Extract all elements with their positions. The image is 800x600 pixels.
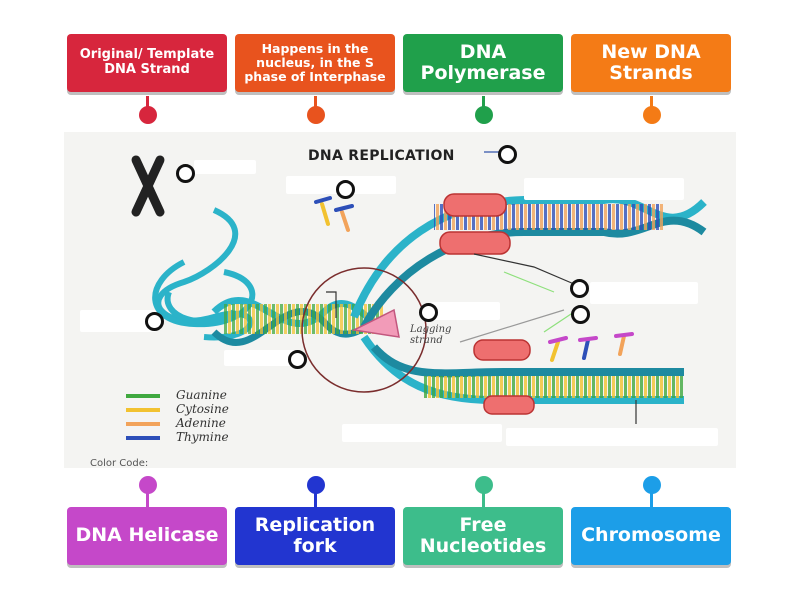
top-connector-knob[interactable] [139, 106, 157, 124]
bottom-tile-chromosome[interactable]: Chromosome [571, 507, 731, 565]
upper-fork-strand [350, 195, 707, 329]
legend-guanine: Guanine [176, 388, 227, 402]
blank-label-area [506, 428, 718, 446]
polymerase-enzyme-icon [443, 193, 507, 217]
chromosome-icon [131, 155, 165, 217]
top-connector-stem [314, 96, 317, 112]
lagging-strand-label: Lagging strand [410, 324, 452, 346]
blank-label-area [590, 282, 698, 304]
hotspot-replication-fork[interactable] [288, 350, 307, 369]
legend-swatch-guanine [126, 394, 160, 398]
blank-label-area [194, 160, 256, 174]
legend-swatch-adenine [126, 422, 160, 426]
tile-label: Chromosome [581, 524, 721, 547]
polymerase-enzyme-icon [439, 231, 511, 255]
tile-label: Free Nucleotides [419, 513, 547, 557]
dna-replication-diagram: DNA REPLICATION Lagging strand Guanine C… [64, 132, 736, 468]
tile-label: DNA Polymerase [420, 40, 546, 84]
helicase-icon [351, 308, 400, 338]
hotspot-chromosome[interactable] [176, 164, 195, 183]
color-code-label: Color Code: [90, 458, 149, 468]
top-tile-new-dna-strands[interactable]: New DNA Strands [571, 34, 731, 92]
top-tile-dna-polymerase[interactable]: DNA Polymerase [403, 34, 563, 92]
tile-label: Replication fork [254, 513, 376, 557]
tile-label: DNA Helicase [75, 524, 219, 547]
tile-label: New DNA Strands [601, 40, 701, 84]
top-connector-stem [650, 96, 653, 112]
top-connector-stem [146, 96, 149, 112]
hotspot-template-strand[interactable] [145, 312, 164, 331]
dna-diagram-drawing [126, 151, 707, 440]
bottom-tile-free-nucleotides[interactable]: Free Nucleotides [403, 507, 563, 565]
polymerase-enzyme-icon [483, 395, 535, 415]
hotspot-title[interactable] [498, 145, 517, 164]
bottom-connector-knob[interactable] [139, 476, 157, 494]
hotspot-new-strands-upper[interactable] [570, 279, 589, 298]
bottom-connector-knob[interactable] [475, 476, 493, 494]
legend-swatch-cytosine [126, 408, 160, 412]
top-tile-original-template-strand[interactable]: Original/ Template DNA Strand [67, 34, 227, 92]
diagram-title: DNA REPLICATION [308, 148, 455, 164]
legend-adenine: Adenine [176, 416, 226, 430]
bottom-connector-stem [146, 492, 149, 508]
hotspot-helicase[interactable] [419, 303, 438, 322]
top-connector-knob[interactable] [475, 106, 493, 124]
label-pointer-lines [326, 151, 637, 424]
bottom-connector-knob[interactable] [307, 476, 325, 494]
top-connector-knob[interactable] [307, 106, 325, 124]
tile-label: Happens in the nucleus, in the S phase o… [244, 41, 386, 84]
bottom-connector-stem [314, 492, 317, 508]
top-connector-stem [482, 96, 485, 112]
blank-label-area [342, 424, 502, 442]
blank-label-area [80, 310, 156, 332]
top-tile-s-phase[interactable]: Happens in the nucleus, in the S phase o… [235, 34, 395, 92]
legend-thymine: Thymine [176, 430, 229, 444]
bottom-tile-dna-helicase[interactable]: DNA Helicase [67, 507, 227, 565]
legend-cytosine: Cytosine [176, 402, 229, 416]
blank-label-area [524, 178, 684, 200]
bottom-connector-knob[interactable] [643, 476, 661, 494]
bottom-connector-stem [650, 492, 653, 508]
hotspot-free-nucleotides-top[interactable] [336, 180, 355, 199]
polymerase-enzyme-icon [473, 339, 531, 361]
top-connector-knob[interactable] [643, 106, 661, 124]
hotspot-new-strands-lower[interactable] [571, 305, 590, 324]
free-nucleotides-icon [314, 196, 634, 362]
tile-label: Original/ Template DNA Strand [79, 47, 215, 77]
replication-fork-circle [301, 267, 427, 393]
blank-label-area [224, 350, 298, 366]
bottom-connector-stem [482, 492, 485, 508]
bottom-tile-replication-fork[interactable]: Replication fork [235, 507, 395, 565]
blank-label-area [430, 302, 500, 320]
legend-swatch-thymine [126, 436, 160, 440]
